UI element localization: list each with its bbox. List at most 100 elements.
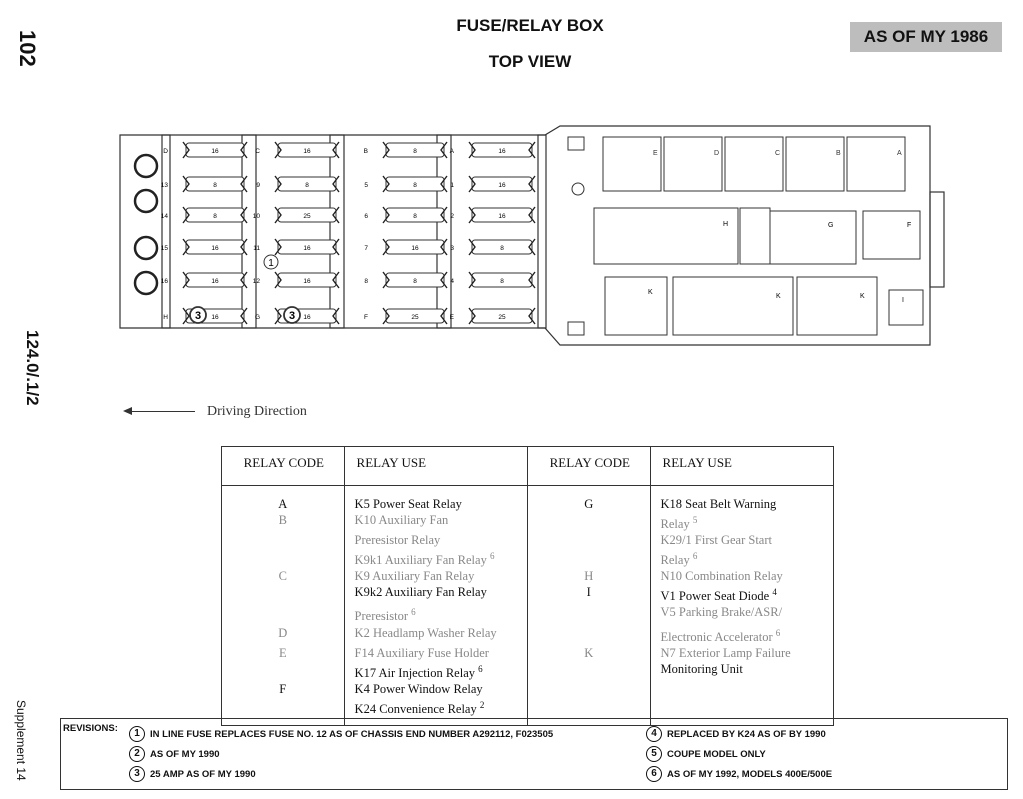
fuse-position-label: 14 <box>161 213 169 220</box>
fuse-position-label: C <box>255 148 260 155</box>
relay-h-label: H <box>723 221 728 228</box>
header-relay-code-right: RELAY CODE <box>526 446 651 486</box>
arrow-left-icon <box>123 407 195 416</box>
relay-code-cell <box>221 604 345 625</box>
relay-code-cell: I <box>526 584 651 605</box>
relay-use-cell: K4 Power Window Relay <box>343 680 528 697</box>
relay-i <box>888 289 924 326</box>
relay-code-cell <box>526 532 651 549</box>
relay-use-cell: Relay 5 <box>649 512 835 533</box>
fuse-position-label: G <box>255 314 260 321</box>
relay-use-cell: K24 Convenience Relay 2 <box>343 696 528 726</box>
callout-1-label: 1 <box>268 258 274 269</box>
relay-code-cell <box>526 512 651 533</box>
relay-c <box>724 136 784 192</box>
fuse-amp-label: 25 <box>303 213 311 220</box>
box-outline <box>119 125 931 346</box>
supplement-label: Supplement 14 <box>14 700 28 781</box>
fuse-position-label: 8 <box>364 278 368 285</box>
footnote-marker: 6 <box>489 551 495 562</box>
fuse-amp-label: 16 <box>211 245 219 252</box>
fuse-position-label: 11 <box>253 245 260 252</box>
relay-e-label: E <box>653 150 658 157</box>
relay-k-2 <box>672 276 794 336</box>
fuse-position-label: F <box>364 314 368 321</box>
fuse-amp-label: 8 <box>413 278 417 285</box>
relay-use-cell: V1 Power Seat Diode 4 <box>649 584 835 605</box>
relay-use-cell: K29/1 First Gear Start <box>649 532 835 549</box>
footnote-marker: 6 <box>775 627 781 638</box>
fuse-position-label: 5 <box>364 182 368 189</box>
relay-code-cell: D <box>221 624 345 645</box>
relay-code-cell: C <box>221 568 345 585</box>
relay-use-cell: K10 Auxiliary Fan <box>343 512 528 533</box>
relay-use-cell: K9k2 Auxiliary Fan Relay <box>343 584 528 605</box>
fuse-amp-label: 16 <box>303 314 311 321</box>
callout-circle-3a <box>189 306 207 324</box>
fuse-position-label: 2 <box>450 213 454 220</box>
diagram-subtitle: TOP VIEW <box>488 52 572 71</box>
fuse-amp-label: 8 <box>305 182 309 189</box>
fuse-position-label: 7 <box>364 245 368 252</box>
relay-use-cell: K18 Seat Belt Warning <box>649 485 835 512</box>
mercedes-star-icon <box>571 182 585 196</box>
fuse-amp-label: 16 <box>211 148 219 155</box>
fuse-amp-label: 16 <box>411 245 419 252</box>
fuse-position-label: D <box>163 148 168 155</box>
relay-code-cell <box>221 548 345 569</box>
fuse-amp-label: 8 <box>413 213 417 220</box>
relay-g <box>769 210 857 265</box>
fuse-position-label: A <box>450 148 455 155</box>
relay-code-cell: G <box>526 485 651 512</box>
fuse-position-label: 1 <box>450 182 454 189</box>
relay-use-cell: K17 Air Injection Relay 6 <box>343 660 528 681</box>
relay-use-cell: K2 Headlamp Washer Relay <box>343 624 528 645</box>
fuse-position-label: 4 <box>450 278 454 285</box>
fuse-position-label: 9 <box>256 182 260 189</box>
relay-use-cell: Preresistor 6 <box>343 604 528 625</box>
relay-k-label-1: K <box>648 289 653 296</box>
relay-h <box>593 207 739 265</box>
relay-code-cell <box>221 532 345 549</box>
relay-code-table: RELAY CODE RELAY USE RELAY CODE RELAY US… <box>221 446 835 727</box>
relay-d-label: D <box>714 150 719 157</box>
relay-f <box>862 210 921 260</box>
relay-use-cell: K9k1 Auxiliary Fan Relay 6 <box>343 548 528 569</box>
relay-code-cell <box>526 696 651 726</box>
footnote-marker: 5 <box>692 515 698 525</box>
fuse-position-label: 3 <box>450 245 454 252</box>
fuse-amp-label: 25 <box>498 314 506 321</box>
footnote-marker: 6 <box>692 551 698 562</box>
relay-use-cell: V5 Parking Brake/ASR/ <box>649 604 835 625</box>
footnote-marker: 2 <box>479 699 485 710</box>
relay-code-cell: F <box>221 680 345 697</box>
relay-use-cell: Preresistor Relay <box>343 532 528 549</box>
footnote-marker: 4 <box>772 587 777 598</box>
fuse-position-label: H <box>163 314 168 321</box>
revisions-label: REVISIONS: <box>63 723 118 734</box>
relay-code-cell <box>526 604 651 625</box>
relay-code-cell <box>526 548 651 569</box>
relay-code-cell <box>221 660 345 681</box>
relay-code-cell: A <box>221 485 345 512</box>
connector-top <box>567 136 585 151</box>
fuse-amp-label: 8 <box>500 245 504 252</box>
relay-code-cell <box>526 680 651 697</box>
fuse-amp-label: 16 <box>303 148 311 155</box>
diagram-title: FUSE/RELAY BOX <box>456 16 604 35</box>
fuse-amp-label: 16 <box>498 182 506 189</box>
relay-code-cell: H <box>526 568 651 585</box>
fuse-D: D 16 <box>163 141 248 159</box>
